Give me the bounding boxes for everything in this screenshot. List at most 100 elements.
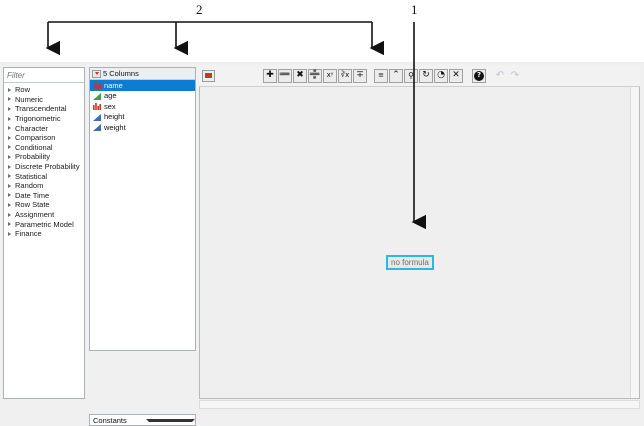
function-group-label: Parametric Model xyxy=(15,219,74,229)
function-group-assignment[interactable]: Assignment xyxy=(4,210,84,220)
function-group-comparison[interactable]: Comparison xyxy=(4,133,84,143)
columns-panel-header[interactable]: 5 Columns xyxy=(90,68,195,80)
function-group-conditional[interactable]: Conditional xyxy=(4,143,84,153)
function-group-trigonometric[interactable]: Trigonometric xyxy=(4,114,84,124)
function-group-list: Row Numeric Transcendental Trigonometric… xyxy=(4,83,84,239)
triangle-right-icon xyxy=(8,126,11,131)
multiply-button[interactable]: ✖ xyxy=(293,68,307,83)
function-group-label: Random xyxy=(15,181,44,191)
nominal-bars-red-icon xyxy=(93,103,101,111)
column-item-age[interactable]: age xyxy=(90,91,195,102)
continuous-ramp-blue-icon xyxy=(93,113,101,121)
column-item-name[interactable]: name xyxy=(90,80,195,91)
divide-button[interactable]: ➗ xyxy=(308,68,322,83)
subtract-button[interactable]: ➖ xyxy=(278,68,292,83)
delete-button[interactable]: ✕ xyxy=(449,68,463,83)
formula-canvas[interactable]: no formula xyxy=(199,87,640,399)
annotation-label-2: 2 xyxy=(196,2,203,17)
function-group-finance[interactable]: Finance xyxy=(4,229,84,239)
formula-horizontal-scrollbar[interactable] xyxy=(199,400,640,409)
constants-selected-label: Constants xyxy=(93,415,127,425)
function-group-probability[interactable]: Probability xyxy=(4,152,84,162)
function-group-character[interactable]: Character xyxy=(4,123,84,133)
triangle-right-icon xyxy=(8,87,11,92)
function-group-label: Discrete Probability xyxy=(15,162,80,172)
exponent-button[interactable]: xʸ xyxy=(323,68,337,83)
help-question-icon: ? xyxy=(474,70,484,81)
column-item-height[interactable]: height xyxy=(90,112,195,123)
function-group-statistical[interactable]: Statistical xyxy=(4,171,84,181)
help-button[interactable]: ? xyxy=(472,68,486,83)
function-group-label: Date Time xyxy=(15,190,50,200)
triangle-right-icon xyxy=(8,164,11,169)
function-group-date-time[interactable]: Date Time xyxy=(4,191,84,201)
triangle-right-icon xyxy=(8,97,11,102)
function-group-label: Statistical xyxy=(15,171,48,181)
undo-button[interactable]: ↶ xyxy=(493,68,507,83)
triangle-right-icon xyxy=(8,212,11,217)
add-button[interactable]: ✚ xyxy=(263,68,277,83)
no-formula-box[interactable]: no formula xyxy=(386,255,434,270)
triangle-right-icon xyxy=(8,231,11,236)
continuous-ramp-green-icon xyxy=(93,92,101,100)
function-browser-panel: ⚲ Row Numeric Transcendental Trigonometr… xyxy=(3,67,133,399)
triangle-right-icon xyxy=(8,193,11,198)
move-up-button[interactable]: ⌃ xyxy=(389,68,403,83)
formula-editor-dialog: ⚲ Row Numeric Transcendental Trigonometr… xyxy=(0,62,644,426)
function-group-transcendental[interactable]: Transcendental xyxy=(4,104,84,114)
red-block-menu-icon[interactable] xyxy=(202,69,215,82)
function-group-parametric-model[interactable]: Parametric Model xyxy=(4,219,84,229)
formula-editor-panel: ✚ ➖ ✖ ➗ xʸ ∛x ∓ ≡ ⌃ ⚲ ↻ ◔ ✕ xyxy=(199,65,640,399)
triangle-right-icon xyxy=(8,135,11,140)
red-triangle-menu-icon[interactable] xyxy=(92,69,101,78)
constants-dropdown[interactable]: Constants xyxy=(89,414,196,426)
columns-count-label: 5 Columns xyxy=(103,69,139,78)
formula-toolbar: ✚ ➖ ✖ ➗ xʸ ∛x ∓ ≡ ⌃ ⚲ ↻ ◔ ✕ xyxy=(199,65,640,87)
operator-button-group: ✚ ➖ ✖ ➗ xʸ ∛x ∓ xyxy=(263,68,368,83)
list-button[interactable]: ≡ xyxy=(374,68,388,83)
column-item-weight[interactable]: weight xyxy=(90,122,195,133)
function-group-numeric[interactable]: Numeric xyxy=(4,95,84,105)
column-label: height xyxy=(104,112,125,122)
chevron-down-icon[interactable] xyxy=(143,415,195,425)
formula-vertical-scrollbar[interactable] xyxy=(630,87,639,398)
history-button-group: ↶ ↷ xyxy=(493,68,523,83)
filter-row: ⚲ xyxy=(4,68,133,83)
rotate-button[interactable]: ↻ xyxy=(419,68,433,83)
triangle-right-icon xyxy=(8,174,11,179)
function-group-random[interactable]: Random xyxy=(4,181,84,191)
function-group-label: Assignment xyxy=(15,210,55,220)
function-group-row-state[interactable]: Row State xyxy=(4,200,84,210)
function-group-label: Trigonometric xyxy=(15,114,61,124)
nominal-bars-red-icon xyxy=(93,82,101,90)
column-label: sex xyxy=(104,101,116,111)
annotation-label-1: 1 xyxy=(411,2,418,17)
clear-all-button[interactable]: ◔ xyxy=(434,68,448,83)
triangle-right-icon xyxy=(8,106,11,111)
function-group-row[interactable]: Row xyxy=(4,85,84,95)
function-group-label: Transcendental xyxy=(15,104,67,114)
columns-panel: 5 Columns name age sex xyxy=(89,67,196,351)
continuous-ramp-blue-icon xyxy=(93,124,101,132)
tool-button-group: ≡ ⌃ ⚲ ↻ ◔ ✕ xyxy=(374,68,464,83)
column-item-sex[interactable]: sex xyxy=(90,101,195,112)
help-button-group: ? xyxy=(472,68,487,83)
function-group-label: Comparison xyxy=(15,133,56,143)
function-group-label: Row xyxy=(15,85,31,95)
column-label: age xyxy=(104,91,117,101)
triangle-right-icon xyxy=(8,183,11,188)
formula-canvas-surface[interactable]: no formula xyxy=(200,87,630,398)
function-group-label: Row State xyxy=(15,200,50,210)
function-group-label: Character xyxy=(15,123,48,133)
zoom-button[interactable]: ⚲ xyxy=(404,68,418,83)
sign-toggle-button[interactable]: ∓ xyxy=(353,68,367,83)
triangle-right-icon xyxy=(8,145,11,150)
triangle-right-icon xyxy=(8,222,11,227)
column-label: name xyxy=(104,80,123,90)
function-group-discrete-probability[interactable]: Discrete Probability xyxy=(4,162,84,172)
redo-button[interactable]: ↷ xyxy=(508,68,522,83)
column-label: weight xyxy=(104,122,126,132)
root-button[interactable]: ∛x xyxy=(338,68,352,83)
function-group-label: Probability xyxy=(15,152,51,162)
